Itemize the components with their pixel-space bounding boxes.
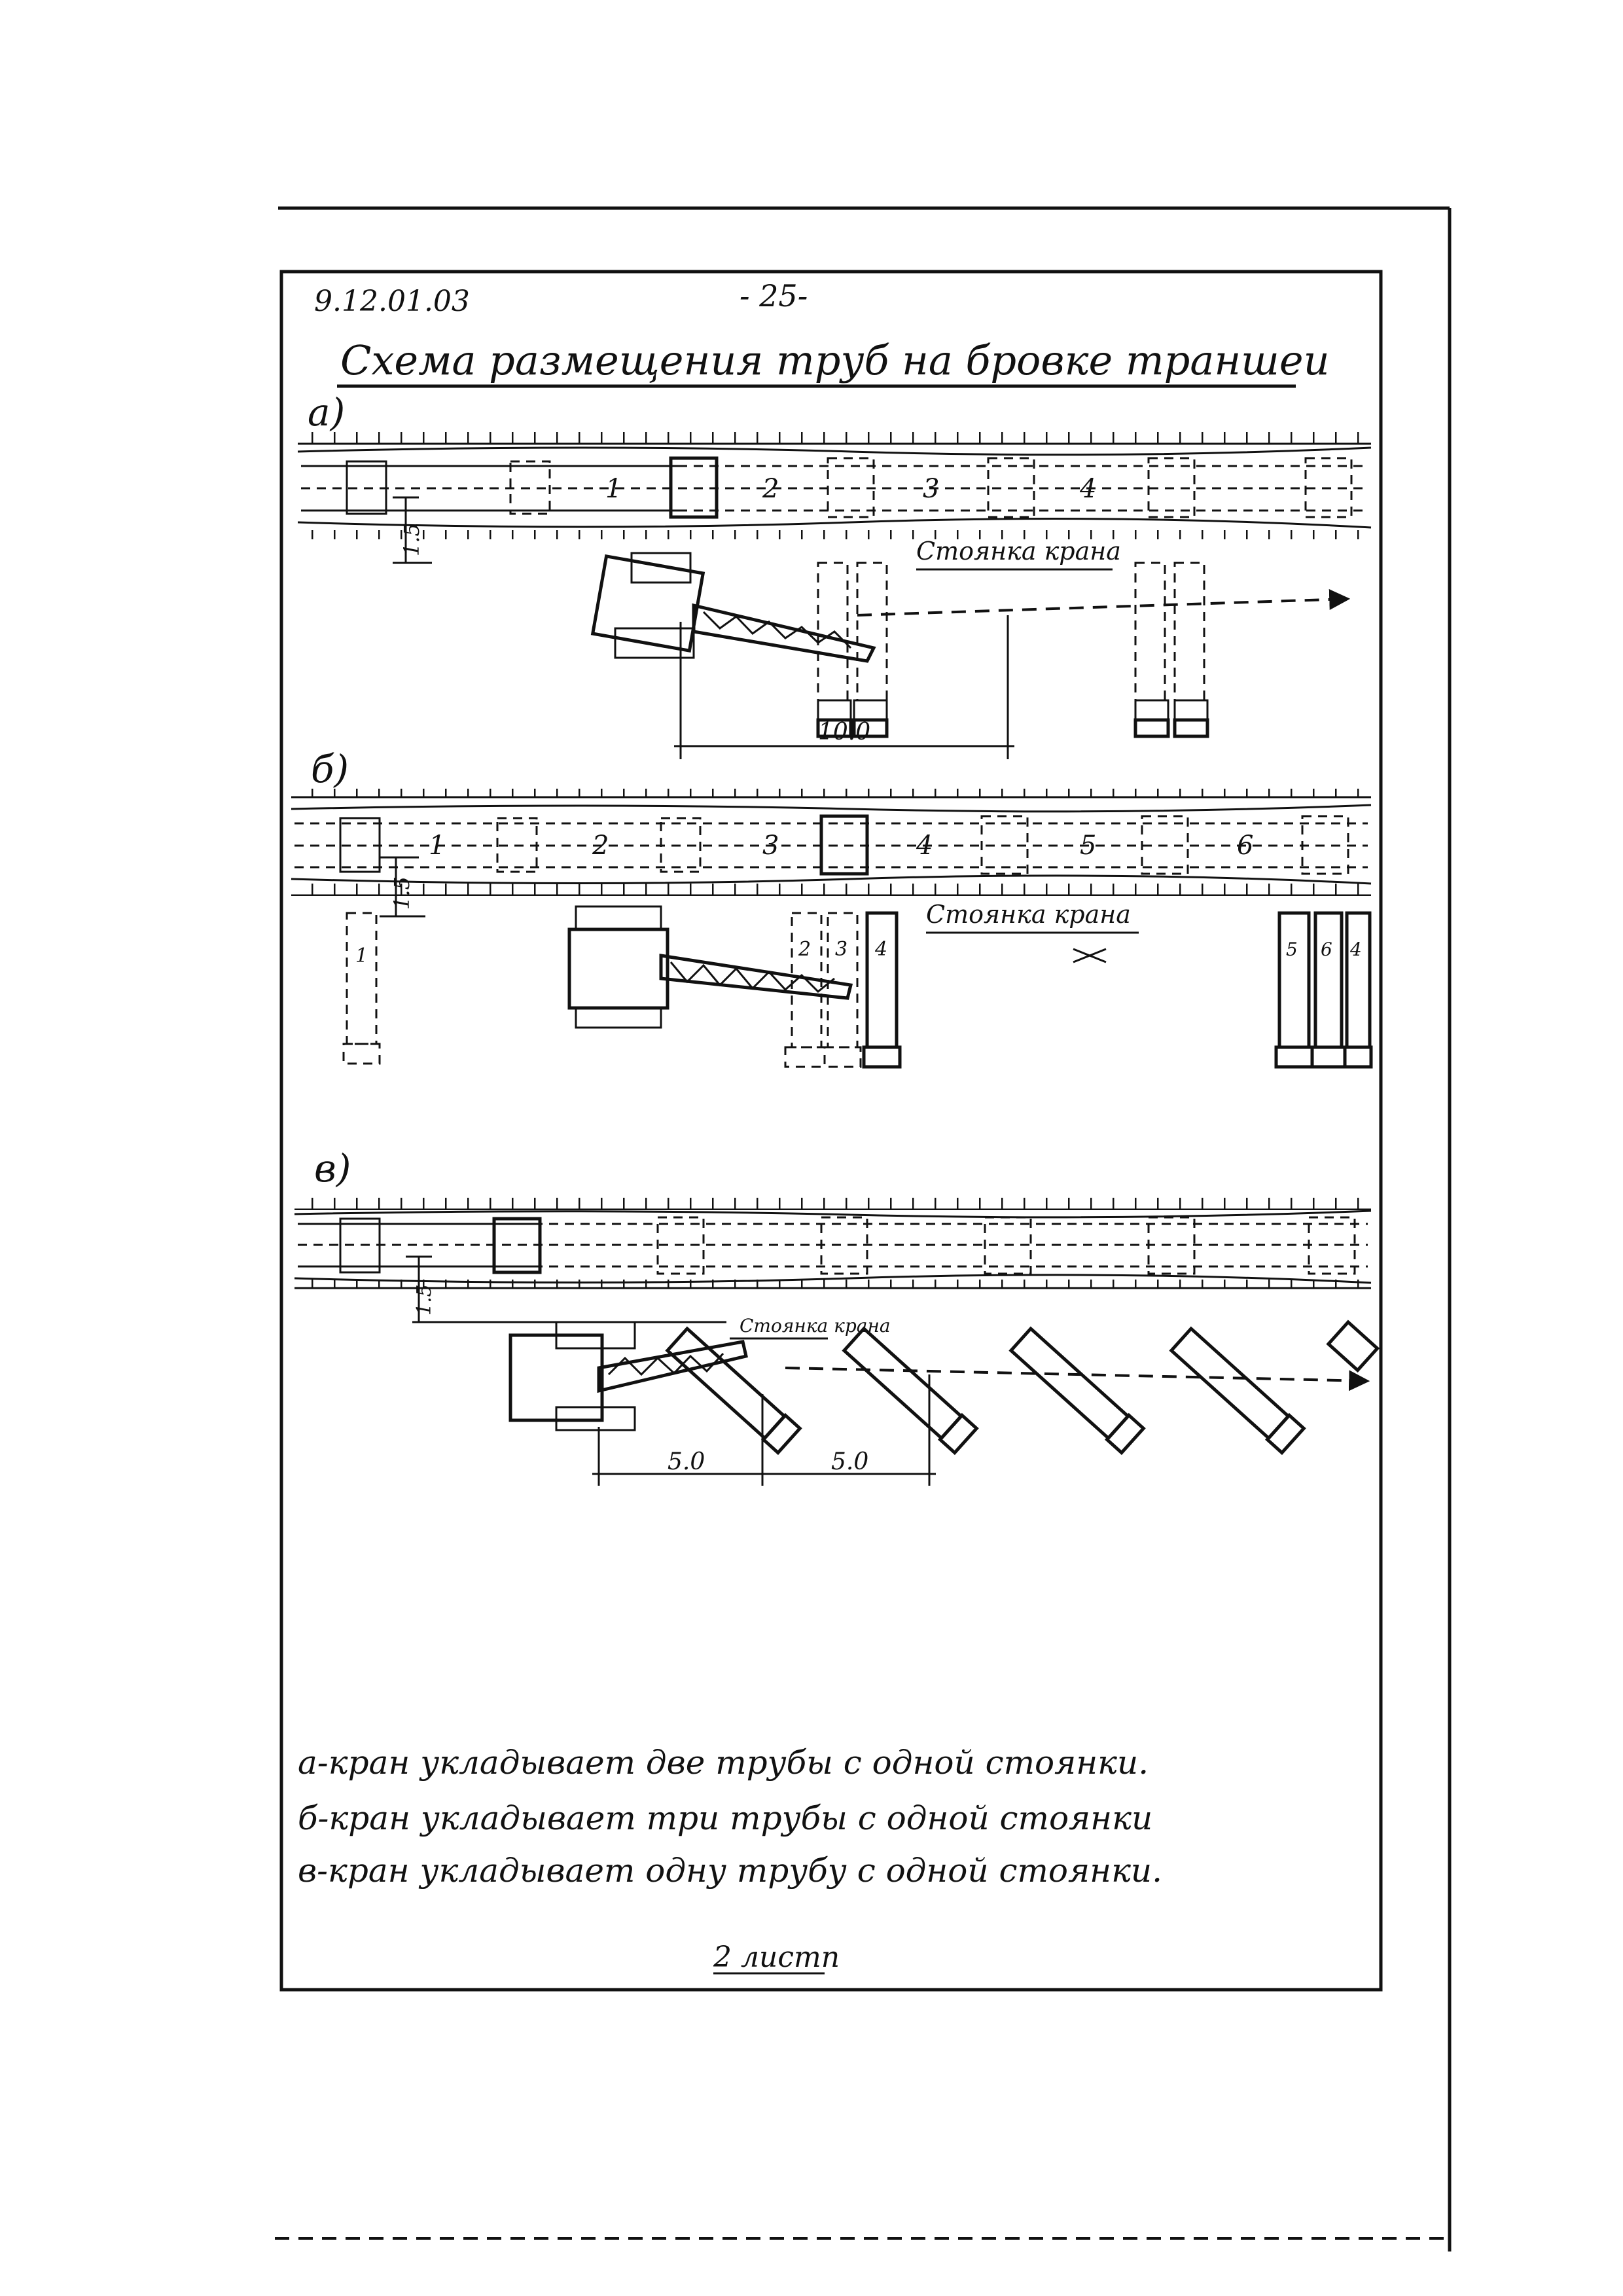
svg-text:6: 6 (1321, 939, 1332, 960)
trench-a: 1 2 3 4 (297, 432, 1372, 539)
legend: а-кран укладывает две трубы с одной стоя… (298, 1744, 1162, 1890)
laid-pipes-b-middle: 2 3 4 (784, 911, 902, 1069)
pipe-number-a-2: 2 (762, 474, 779, 504)
pipe-number-b-6: 6 (1237, 831, 1253, 861)
laid-pipes-a-right (1133, 562, 1209, 738)
svg-text:2: 2 (798, 938, 811, 961)
crane-stop-label-a: Стоянка крана (916, 537, 1121, 565)
trench-b: 1 2 3 4 5 6 (291, 789, 1372, 896)
svg-text:10.0: 10.0 (818, 719, 870, 745)
crane-a (590, 552, 876, 663)
svg-text:1: 1 (355, 944, 368, 967)
pipe-number-b-2: 2 (592, 831, 609, 861)
pipe-number-b-1: 1 (429, 831, 445, 861)
crane-c (508, 1321, 748, 1431)
span-dimension-a: 10.0 (674, 615, 1014, 759)
pipe-number-b-4: 4 (916, 831, 933, 861)
svg-text:5: 5 (1286, 939, 1298, 960)
pipe-number-a-4: 4 (1079, 474, 1096, 504)
pipe-number-a-3: 3 (923, 474, 939, 504)
diagonal-pipes-c (665, 1319, 1380, 1456)
span-dimensions-c: 5.0 5.0 (592, 1374, 936, 1486)
pipe-number-b-5: 5 (1080, 831, 1096, 861)
svg-text:3: 3 (835, 938, 847, 961)
dim-left-c: 5.0 (668, 1448, 705, 1475)
sheet-note: 2 листп (713, 1941, 840, 1974)
crane-stop-label-b: Стоянка крана (926, 900, 1131, 929)
svg-text:1.5: 1.5 (399, 523, 424, 556)
drawing-title: Схема размещения труб на бровке траншеи (340, 336, 1330, 384)
panel-a-letter: а) (308, 390, 345, 435)
laid-pipes-a-left (816, 562, 889, 738)
panel-a: а) 1 2 3 4 (297, 390, 1372, 759)
offset-dimension-b: 1.5 (380, 856, 425, 918)
outer-frame (275, 206, 1452, 2251)
laid-pipes-b-right: 5 6 4 (1274, 911, 1373, 1069)
panel-b-letter: б) (311, 747, 349, 791)
inner-frame (279, 270, 1383, 1992)
crane-stop-label-c: Стоянка крана (740, 1315, 891, 1336)
legend-item-b: б-кран укладывает три трубы с одной стоя… (298, 1799, 1152, 1837)
panel-c-letter: в) (314, 1146, 351, 1191)
crane-b (567, 905, 853, 1029)
laid-pipe-b-left: 1 (342, 912, 381, 1065)
pipe-number-a-1: 1 (605, 474, 622, 504)
svg-text:4: 4 (1349, 939, 1362, 960)
trench-c (294, 1194, 1372, 1295)
panel-b: б) 1 2 3 4 5 6 1.5 (291, 747, 1373, 1069)
pipe-number-b-3: 3 (762, 831, 779, 861)
svg-text:1.5: 1.5 (413, 1284, 436, 1316)
legend-item-a: а-кран укладывает две трубы с одной стоя… (298, 1744, 1149, 1782)
page-number: - 25- (740, 278, 808, 314)
legend-item-c: в-кран укладывает одну трубу с одной сто… (298, 1852, 1162, 1890)
document-code: 9.12.01.03 (314, 285, 470, 318)
offset-dimension-a: 1.5 (393, 496, 432, 564)
panel-c: в) 1.5 (294, 1146, 1380, 1486)
dim-right-c: 5.0 (831, 1448, 868, 1475)
svg-text:1.5: 1.5 (389, 876, 414, 910)
svg-text:4: 4 (874, 938, 887, 961)
